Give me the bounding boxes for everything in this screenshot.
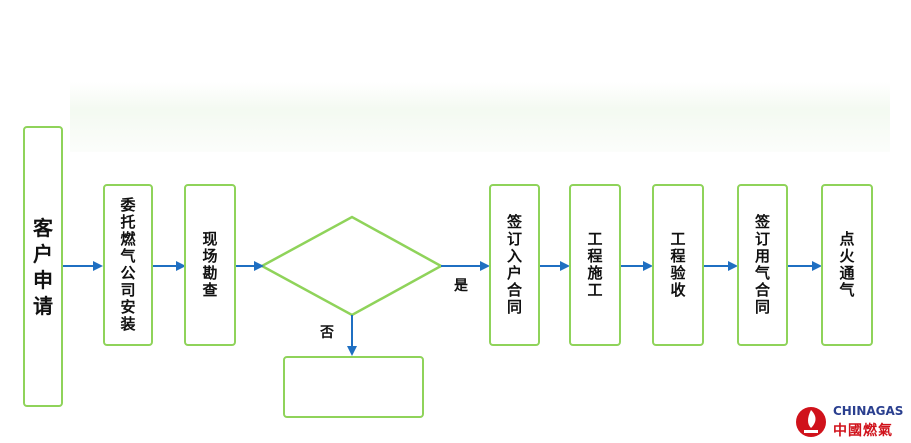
faded-title-area: [70, 82, 890, 152]
label-char: 程: [587, 247, 603, 265]
label-char: 户: [506, 264, 522, 282]
label-char: 合: [754, 281, 770, 299]
label-char: 公: [120, 264, 136, 282]
label-char: 入: [506, 247, 522, 265]
label-char: 点: [839, 230, 855, 248]
node-customer-apply: 客户申请: [23, 126, 63, 407]
node-site-survey-label: 现场勘查: [202, 231, 217, 299]
node-sign-entry-contract-label: 签订入户合同: [507, 214, 522, 316]
label-char: 通: [839, 264, 855, 282]
label-char: 气: [839, 281, 855, 299]
chinagas-flame-icon: [796, 407, 826, 437]
label-char: 火: [839, 247, 855, 265]
logo-text-cn: 中國燃氣: [833, 423, 893, 439]
node-construction: 工程施工: [569, 184, 621, 346]
label-char: 场: [202, 247, 218, 265]
node-sign-gas-contract-label: 签订用气合同: [755, 214, 770, 316]
label-char: 气: [120, 247, 136, 265]
label-char: 工: [670, 230, 686, 248]
node-acceptance: 工程验收: [652, 184, 704, 346]
label-char: 查: [202, 281, 218, 299]
node-ignition-label: 点火通气: [839, 231, 854, 299]
label-char: 托: [120, 213, 136, 231]
label-char: 程: [670, 247, 686, 265]
node-customer-apply-label: 客户申请: [33, 215, 53, 319]
label-char: 工: [587, 230, 603, 248]
label-char: 安: [120, 298, 136, 316]
label-char: 气: [754, 264, 770, 282]
node-rejected-empty: [283, 356, 424, 418]
node-construction-label: 工程施工: [587, 231, 602, 299]
node-sign-gas-contract: 签订用气合同: [737, 184, 788, 346]
label-char: 户: [33, 241, 53, 266]
edge-label-no: 否: [320, 325, 334, 341]
edge-label-yes: 是: [454, 278, 468, 294]
label-char: 用: [754, 247, 770, 265]
label-char: 订: [754, 230, 770, 248]
logo-text-en: CHINAGAS: [833, 404, 904, 418]
label-char: 收: [670, 281, 686, 299]
label-char: 验: [670, 264, 686, 282]
decision-diamond: [259, 215, 444, 317]
label-char: 同: [506, 298, 522, 316]
label-char: 合: [506, 281, 522, 299]
label-char: 勘: [202, 264, 218, 282]
label-char: 客: [33, 215, 53, 240]
label-char: 燃: [120, 230, 136, 248]
label-char: 装: [120, 315, 136, 333]
label-char: 司: [120, 281, 136, 299]
node-entrust-install: 委托燃气公司安装: [103, 184, 153, 346]
label-char: 委: [120, 196, 136, 214]
node-entrust-install-label: 委托燃气公司安装: [120, 197, 135, 333]
node-sign-entry-contract: 签订入户合同: [489, 184, 540, 346]
label-char: 签: [506, 213, 522, 231]
label-char: 订: [506, 230, 522, 248]
label-char: 工: [587, 281, 603, 299]
label-char: 签: [754, 213, 770, 231]
label-char: 请: [33, 293, 53, 318]
label-char: 现: [202, 230, 218, 248]
node-site-survey: 现场勘查: [184, 184, 236, 346]
label-char: 申: [33, 267, 53, 292]
node-ignition: 点火通气: [821, 184, 873, 346]
label-char: 施: [587, 264, 603, 282]
node-acceptance-label: 工程验收: [670, 231, 685, 299]
label-char: 同: [754, 298, 770, 316]
